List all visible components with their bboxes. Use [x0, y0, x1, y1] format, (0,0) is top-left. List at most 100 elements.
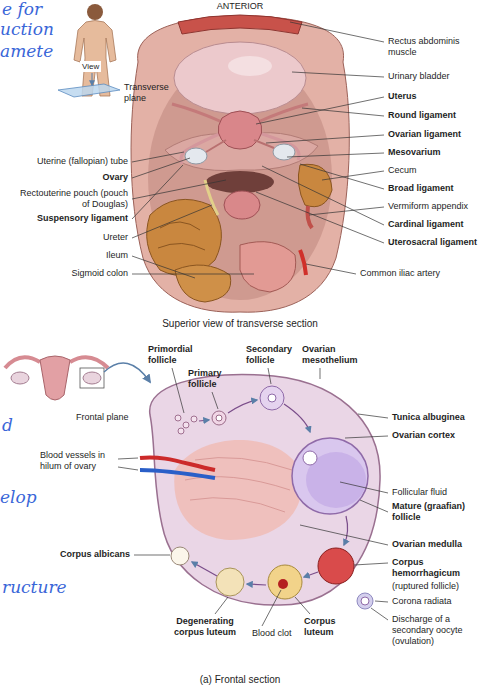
orientation-label: ANTERIOR [217, 1, 264, 12]
ovary-section [228, 400, 257, 413]
uterus-inset [80, 368, 104, 388]
pelvis-illustration [254, 140, 274, 148]
part-label: Mature (graafian) follicle [392, 501, 481, 523]
leader-lines [354, 563, 388, 565]
pelvis-illustration [185, 148, 207, 164]
part-label: Discharge of a secondary oocyte (ovulati… [392, 614, 481, 647]
ovary-section [174, 440, 302, 540]
pelvis-illustration [206, 140, 226, 152]
part-label: Corpus luteum [304, 616, 354, 638]
pelvis-illustration [158, 222, 205, 250]
part-label: Cecum [388, 165, 417, 176]
leader-lines [256, 192, 384, 243]
body-figure [58, 84, 120, 97]
part-label: Urinary bladder [388, 71, 450, 82]
leader-lines [132, 205, 212, 238]
part-label: Sigmoid colon [71, 268, 128, 279]
part-label: Uterine (fallopian) tube [37, 156, 128, 167]
leader-lines [375, 601, 388, 602]
leader-lines [172, 368, 184, 413]
pelvis-illustration [298, 164, 332, 206]
leader-lines [256, 97, 384, 124]
pelvis-illustration [205, 180, 218, 215]
pelvis-illustration [131, 15, 349, 312]
ovary-section [304, 572, 318, 577]
ovary-section [303, 451, 317, 465]
leader-lines [292, 72, 384, 77]
leader-lines [132, 256, 195, 278]
ovary-section [140, 470, 215, 478]
ovary-section [199, 420, 209, 421]
part-label: Blood clot [252, 628, 292, 639]
view-caption: Superior view of transverse section [162, 318, 318, 329]
part-label: Uterus [388, 91, 417, 102]
ovary-section [292, 438, 368, 514]
handwritten-note: ructure [2, 578, 67, 597]
part-label: Rectouterine pouch (pouch of Douglas) [18, 188, 128, 210]
part-label: Ovary [102, 172, 128, 183]
leader-lines [287, 153, 384, 157]
ovary-section [278, 579, 288, 589]
ovary-section [192, 562, 217, 576]
leader-lines [268, 368, 271, 384]
body-figure [87, 4, 103, 20]
pelvis-illustration [172, 104, 222, 122]
part-label: Ureter [103, 232, 128, 243]
ovary-section [140, 457, 215, 470]
leader-lines [132, 180, 226, 199]
leader-lines [134, 555, 170, 556]
part-label: Cardinal ligament [388, 219, 464, 230]
handwritten-note: d [2, 416, 13, 435]
pelvis-illustration [273, 144, 295, 160]
ovary-section [178, 428, 184, 434]
uterus-inset [11, 372, 29, 384]
leader-lines [322, 171, 384, 180]
ovary-section [150, 375, 380, 606]
body-figure [58, 4, 120, 97]
part-label: Primordial follicle [148, 344, 200, 366]
leader-lines [118, 467, 138, 470]
leader-lines [300, 164, 384, 189]
part-label: Ovarian cortex [392, 430, 455, 441]
pelvis-illustration [258, 104, 308, 122]
pelvis-illustration [175, 265, 231, 302]
plane-label: Frontal plane [76, 412, 129, 423]
part-label: Suspensory ligament [37, 213, 128, 224]
uterus-inset [5, 357, 40, 368]
uterus-inset [40, 356, 70, 400]
leader-lines [132, 274, 254, 275]
part-label: Blood vessels in hilum of ovary [40, 450, 114, 472]
handwritten-note: uction [0, 20, 54, 39]
leader-lines [306, 264, 356, 274]
leader-lines [290, 22, 384, 42]
pelvis-illustration [240, 242, 296, 292]
leader-lines [118, 368, 388, 626]
part-label: Secondary follicle [246, 344, 298, 366]
ovary-section [140, 375, 380, 609]
part-label: Degenerating corpus luteum [165, 616, 245, 638]
ovary-section [247, 584, 266, 585]
ovary-section [260, 386, 284, 410]
part-label: Broad ligament [388, 183, 454, 194]
ovary-section [216, 415, 222, 421]
part-label: Ovarian mesothelium [302, 344, 364, 366]
leader-lines [215, 597, 228, 614]
leader-lines [302, 108, 384, 116]
pelvis-illustration [224, 191, 260, 219]
section-caption: (a) Frontal section [200, 674, 281, 685]
pelvis-illustration [218, 111, 262, 149]
handwritten-note: amete [0, 42, 53, 61]
ovary-section [357, 593, 373, 609]
pelvis-illustration [308, 206, 313, 228]
leader-lines [262, 166, 384, 225]
leader-lines [132, 158, 190, 178]
ovary-section [175, 415, 181, 421]
part-label: Ileum [106, 250, 128, 261]
part-label: Corpus albicans [60, 549, 130, 560]
ovary-section [344, 516, 348, 545]
leader-lines [358, 414, 388, 418]
leader-lines [360, 500, 388, 512]
part-label: Primary follicle [188, 368, 233, 390]
leader-lines [345, 436, 388, 438]
part-label: Corpus hemorrhagicum [392, 557, 481, 579]
